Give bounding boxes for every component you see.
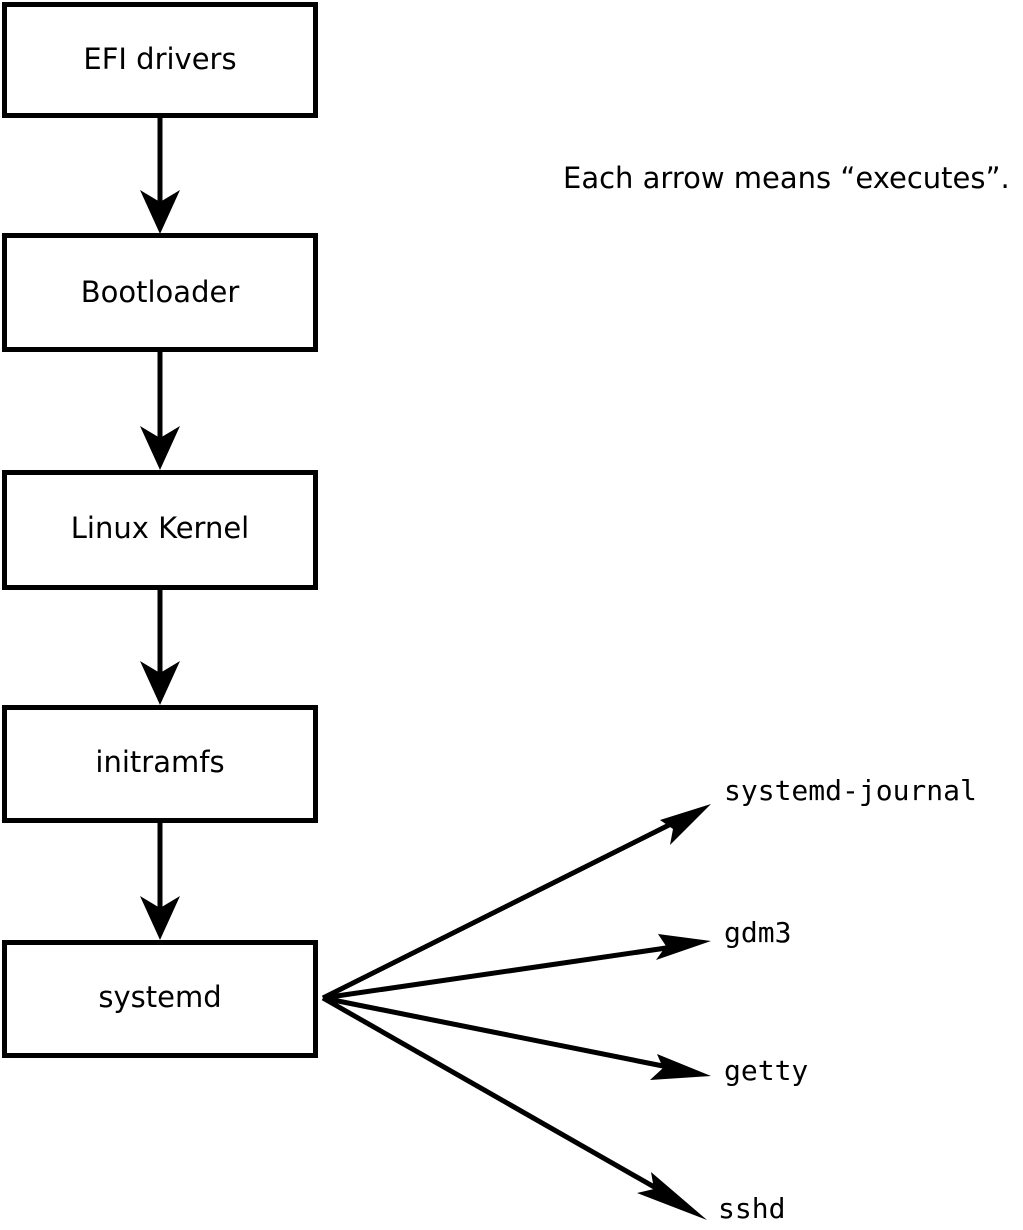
node-box-initramfs [2,705,318,823]
service-label-gdm3[interactable]: gdm3 [724,916,791,949]
arrow-linux-kernel-to-initramfs [140,590,180,705]
node-box-systemd [2,940,318,1058]
node-box-efi-drivers [2,2,318,118]
node-efi-drivers[interactable]: EFI drivers [2,2,318,118]
node-linux-kernel[interactable]: Linux Kernel [2,470,318,590]
node-box-bootloader [2,233,318,352]
node-label-efi-drivers: EFI drivers [83,42,236,76]
arrow-systemd-to-sshd [321,995,707,1220]
node-initramfs[interactable]: initramfs [2,705,318,823]
service-label-sshd[interactable]: sshd [718,1192,785,1225]
arrow-efi-drivers-to-bootloader [140,118,180,234]
arrow-systemd-to-getty [322,995,711,1080]
arrow-initramfs-to-systemd [140,823,180,940]
node-bootloader[interactable]: Bootloader [2,233,318,352]
node-label-initramfs: initramfs [95,745,224,779]
node-label-linux-kernel: Linux Kernel [71,511,249,545]
service-label-systemd-journal[interactable]: systemd-journal [724,774,977,807]
service-label-getty[interactable]: getty [724,1054,808,1087]
arrow-systemd-to-systemd-journal [321,804,711,1001]
node-label-bootloader: Bootloader [81,275,240,309]
node-systemd[interactable]: systemd [2,940,318,1058]
arrow-systemd-to-gdm3 [322,934,711,1001]
node-label-systemd: systemd [98,980,221,1014]
legend-caption: Each arrow means “executes”. [563,161,1010,195]
node-box-linux-kernel [2,470,318,590]
arrow-bootloader-to-linux-kernel [140,352,180,470]
